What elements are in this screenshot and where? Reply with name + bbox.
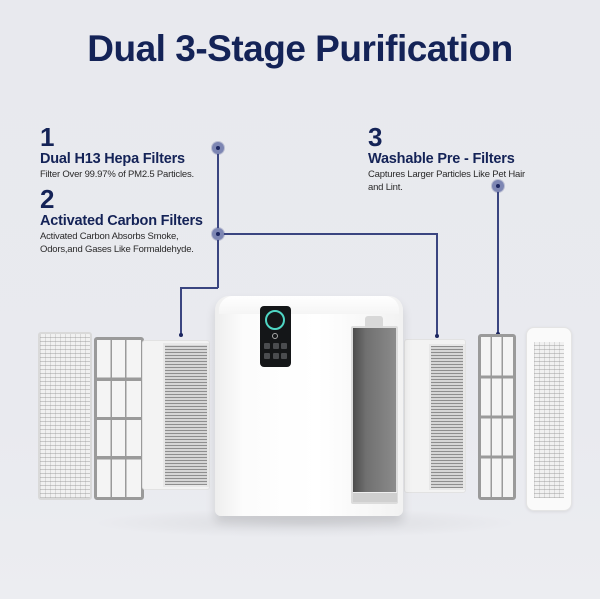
feature-description-line: Captures Larger Particles Like Pet Hair: [368, 169, 525, 180]
auto-mode-icon[interactable]: [264, 343, 270, 349]
page-title: Dual 3-Stage Purification: [87, 28, 513, 69]
connector-line: [436, 233, 438, 336]
outer-cover-left: [38, 332, 92, 500]
connector-line: [180, 287, 182, 335]
filter-compartment: [351, 326, 398, 504]
control-panel: [260, 306, 291, 367]
feature-description: Filter Over 99.97% of PM2.5 Particles.: [40, 169, 194, 180]
feature-description-line: and Lint.: [368, 182, 403, 193]
connector-tip: [434, 334, 439, 338]
pre-filter-right: [478, 334, 516, 500]
connector-tip: [178, 333, 183, 337]
feature-prefilter: 3 Washable Pre - Filters Captures Larger…: [368, 124, 525, 194]
feature-carbon: 2 Activated Carbon Filters Activated Car…: [40, 186, 203, 256]
fan-speed-icon[interactable]: [264, 353, 270, 359]
outer-cover-right: [526, 327, 572, 511]
connector-line: [217, 148, 219, 288]
display-ring-icon: [265, 310, 285, 330]
feature-number: 2: [40, 184, 55, 214]
feature-title: Activated Carbon Filters: [40, 213, 203, 229]
feature-number: 3: [368, 122, 383, 152]
feature-description-line: Odors,and Gases Like Formaldehyde.: [40, 244, 194, 255]
marker-dot-icon: [211, 142, 224, 154]
connector-line: [218, 233, 437, 235]
feature-number: 1: [40, 122, 55, 152]
air-purifier-unit: [215, 296, 403, 516]
pre-filter-left: [94, 337, 144, 500]
purifier-top: [219, 296, 399, 314]
marker-dot-icon: [491, 180, 504, 192]
light-icon[interactable]: [272, 353, 279, 359]
power-button-icon[interactable]: [272, 333, 278, 339]
marker-dot-icon: [211, 227, 224, 240]
timer-icon[interactable]: [281, 343, 287, 349]
hepa-filter-right: [404, 339, 466, 493]
hepa-filter-left: [142, 340, 210, 490]
connector-line: [497, 186, 499, 334]
feature-title: Washable Pre - Filters: [368, 151, 515, 167]
feature-description-line: Activated Carbon Absorbs Smoke,: [40, 231, 179, 242]
compartment-tray: [353, 492, 397, 502]
feature-title: Dual H13 Hepa Filters: [40, 151, 185, 167]
compartment-latch: [365, 316, 383, 328]
sleep-mode-icon[interactable]: [272, 343, 279, 349]
feature-hepa: 1 Dual H13 Hepa Filters Filter Over 99.9…: [40, 124, 194, 181]
lock-icon[interactable]: [281, 353, 287, 359]
connector-line: [180, 287, 218, 289]
